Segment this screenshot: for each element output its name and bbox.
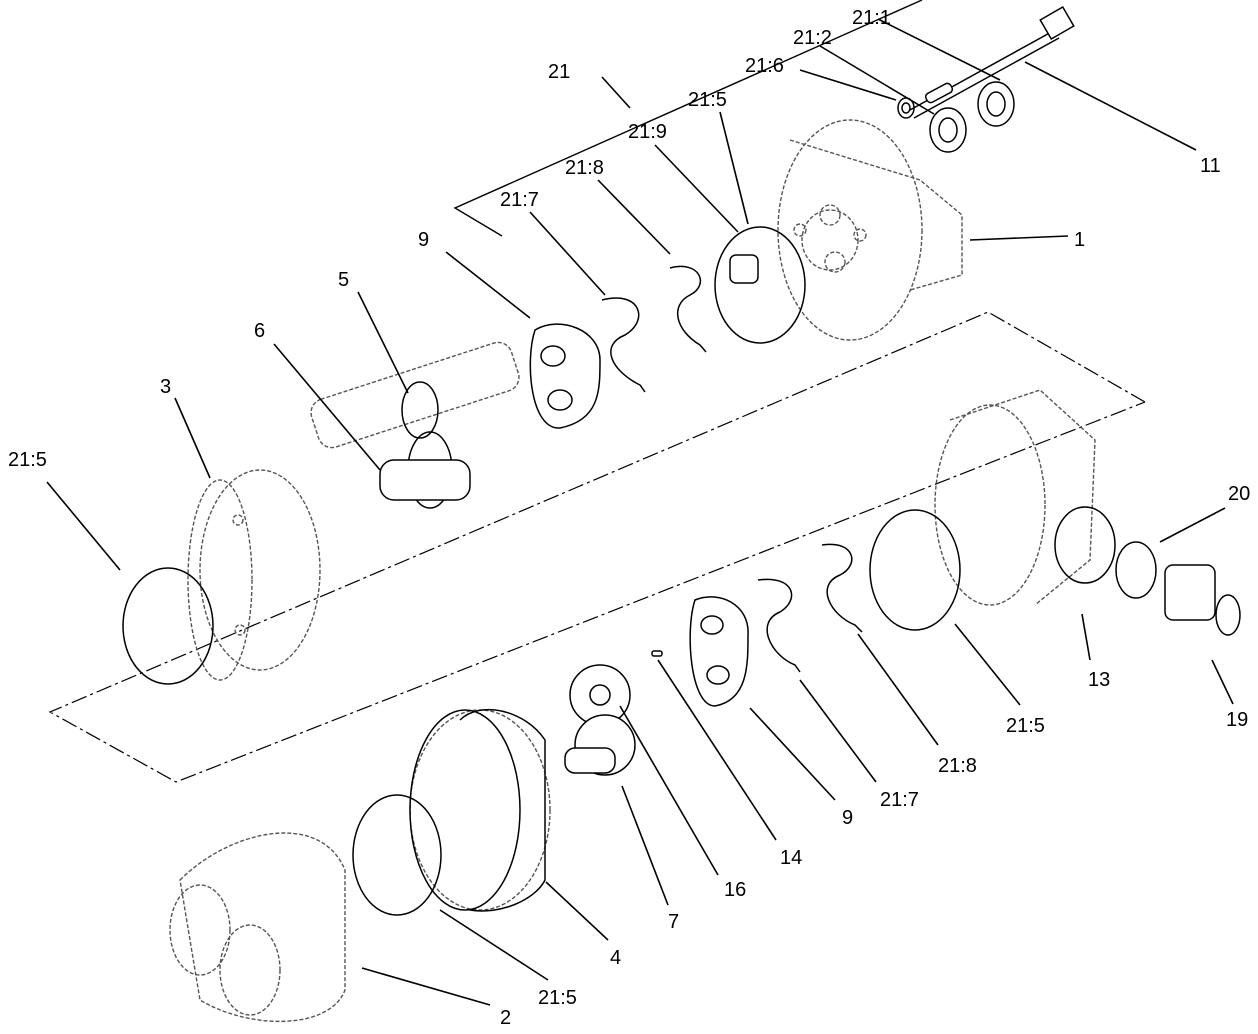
callout-21-6: 21:6 xyxy=(745,55,784,77)
callout-6: 6 xyxy=(254,320,265,342)
callout-9-bottom: 9 xyxy=(842,807,853,829)
callout-21-8-bottom: 21:8 xyxy=(938,755,977,777)
wear-plate-9-top xyxy=(529,323,601,429)
callout-11: 11 xyxy=(1200,155,1221,177)
cover-part xyxy=(777,119,963,341)
callout-21-5-left: 21:5 xyxy=(8,449,47,471)
callout-21-7-bottom: 21:7 xyxy=(880,789,919,811)
seal-21-7-top xyxy=(601,297,646,393)
callout-21-8-top: 21:8 xyxy=(565,157,604,179)
leader-lines xyxy=(46,18,1234,1006)
kit-21-bracket xyxy=(453,0,923,237)
end-cap-part xyxy=(169,832,346,1022)
body-3-part xyxy=(187,469,321,681)
callout-5: 5 xyxy=(338,269,349,291)
washer-21-1 xyxy=(977,81,1015,127)
o-ring-21-5-right xyxy=(869,509,961,631)
callout-21: 21 xyxy=(548,61,570,83)
callout-21-9: 21:9 xyxy=(628,121,667,143)
gear-16 xyxy=(569,664,631,726)
callout-4: 4 xyxy=(610,947,621,969)
stud-part xyxy=(924,82,954,104)
callout-21-2: 21:2 xyxy=(793,27,832,49)
callout-21-5-top: 21:5 xyxy=(688,89,727,111)
o-ring-21-5-lower xyxy=(352,794,442,916)
callout-20: 20 xyxy=(1228,483,1250,505)
callout-14: 14 xyxy=(780,847,802,869)
wear-plate-9-bottom xyxy=(689,596,749,707)
bushing-plate-21-9 xyxy=(714,226,806,344)
seal-20 xyxy=(1115,541,1157,599)
drive-gear-shaft xyxy=(310,341,520,449)
fitting-19 xyxy=(1164,564,1241,636)
seal-21-7-bottom xyxy=(757,578,801,673)
phantom-outline xyxy=(48,311,1146,783)
callout-21-1: 21:1 xyxy=(852,7,891,29)
o-ring-21-5-left xyxy=(122,567,214,685)
callout-19: 19 xyxy=(1226,709,1248,731)
callout-21-5-right: 21:5 xyxy=(1006,715,1045,737)
callout-16: 16 xyxy=(724,879,746,901)
callout-7: 7 xyxy=(668,911,679,933)
key-14 xyxy=(651,650,663,657)
body-4-part xyxy=(409,708,551,912)
gear-7 xyxy=(564,714,636,776)
seal-21-8-top xyxy=(669,265,707,353)
callout-3: 3 xyxy=(160,376,171,398)
idler-gear-shaft xyxy=(379,431,471,509)
callout-2: 2 xyxy=(500,1007,511,1029)
callout-21-7-top: 21:7 xyxy=(500,189,539,211)
callout-1: 1 xyxy=(1074,229,1085,251)
callout-21-5-lower: 21:5 xyxy=(538,987,577,1009)
callout-13: 13 xyxy=(1088,669,1110,691)
seal-21-8-bottom xyxy=(821,543,863,633)
callout-9-top: 9 xyxy=(418,229,429,251)
washer-21-2 xyxy=(929,107,967,153)
rear-housing-part xyxy=(934,389,1116,606)
